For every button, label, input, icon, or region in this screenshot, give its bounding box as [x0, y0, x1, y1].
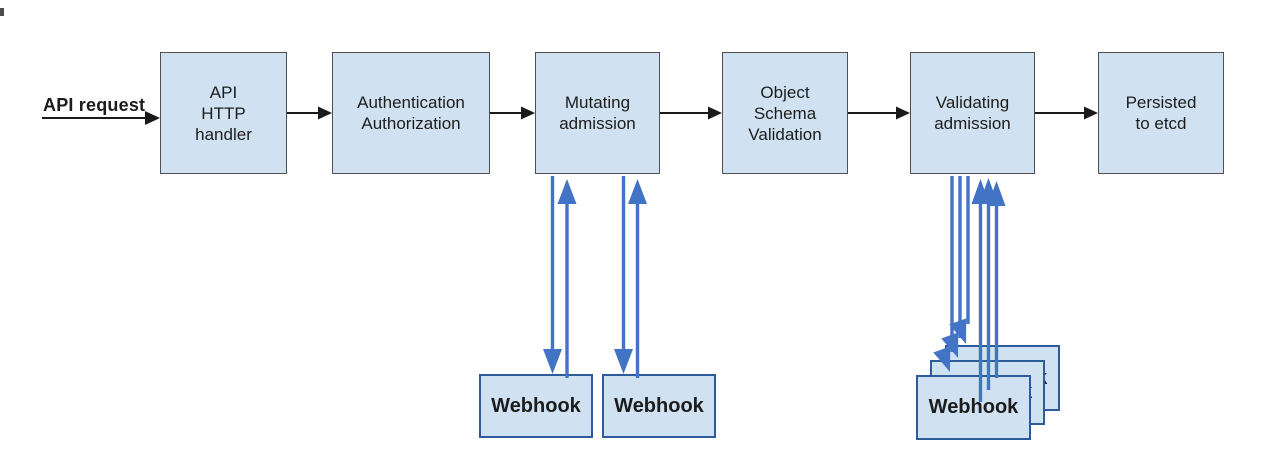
mutating-webhook-box-2: Webhook	[602, 374, 716, 438]
flow-arrow-validating-to-etcd	[1035, 106, 1098, 120]
flow-box-label: Mutating admission	[559, 93, 636, 133]
mutating-webhook1-call-arrow	[543, 176, 562, 374]
validating-webhook-call-arrow-3	[949, 176, 970, 344]
scan-artifact	[0, 8, 4, 16]
flow-box-api-http-handler: API HTTP handler	[160, 52, 287, 174]
flow-arrow-mutating-to-schema	[660, 106, 722, 120]
flow-arrow-schema-to-validating	[848, 106, 910, 120]
flow-box-authentication-authorization: Authentication Authorization	[332, 52, 490, 174]
flow-box-label: API HTTP handler	[195, 82, 252, 144]
flow-box-validating-admission: Validating admission	[910, 52, 1035, 174]
flow-box-persisted-to-etcd: Persisted to etcd	[1098, 52, 1224, 174]
flow-box-label: Persisted to etcd	[1125, 93, 1197, 133]
mutating-webhook1-return-arrow	[557, 179, 577, 378]
flow-box-object-schema-validation: Object Schema Validation	[722, 52, 848, 174]
mutating-webhook2-return-arrow	[628, 179, 647, 378]
flow-box-label: Authentication Authorization	[357, 93, 465, 133]
flow-box-label: Validating admission	[934, 93, 1011, 133]
api-request-label: API request	[43, 95, 146, 115]
webhook-label: Webhook	[491, 394, 581, 417]
flow-arrow-auth-to-mutating	[490, 106, 535, 120]
webhook-label: Webhook	[928, 396, 1019, 418]
webhook-label: Webhook	[614, 394, 704, 417]
flow-box-label: Object Schema Validation	[748, 82, 822, 144]
validating-webhook-box-front: Webhook	[916, 375, 1031, 440]
mutating-webhook-box-1: Webhook	[479, 374, 593, 438]
flow-arrow-handler-to-auth	[287, 106, 332, 120]
validating-webhook-call-arrow-2	[941, 176, 962, 358]
flow-box-mutating-admission: Mutating admission	[535, 52, 660, 174]
mutating-webhook2-call-arrow	[614, 176, 633, 374]
